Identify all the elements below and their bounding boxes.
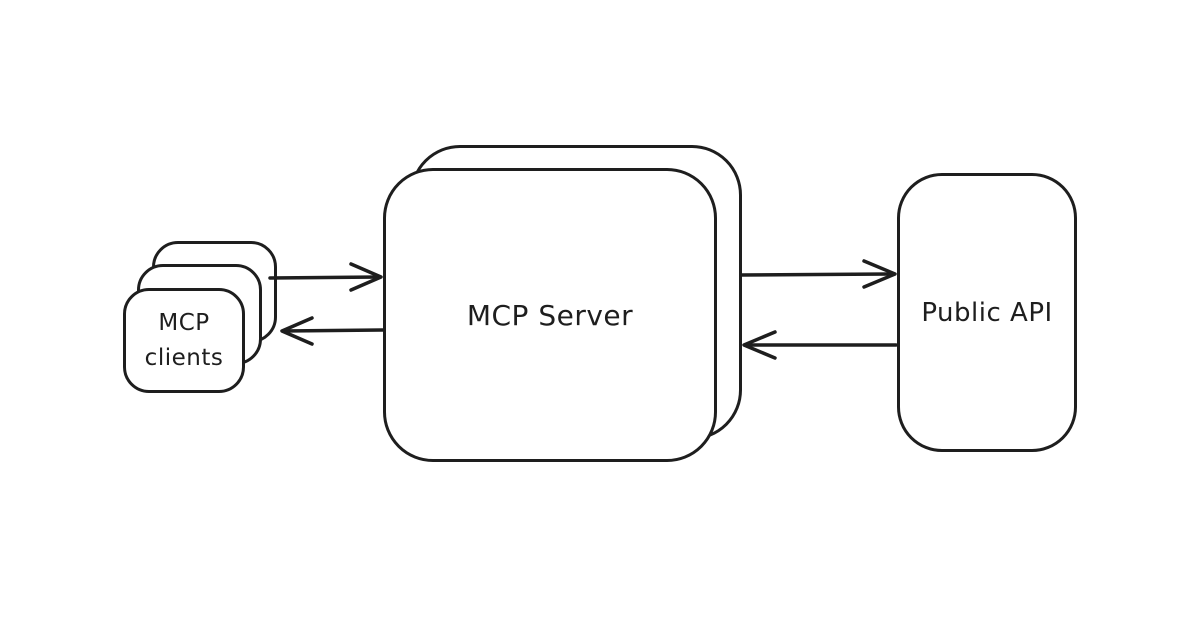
node-mcp-server: MCP Server (383, 168, 717, 462)
public-api-label: Public API (921, 297, 1053, 328)
arrow-server-to-clients (280, 316, 386, 346)
arrow-clients-to-server (268, 262, 383, 292)
node-public-api: Public API (897, 173, 1077, 452)
mcp-server-label: MCP Server (466, 298, 634, 332)
mcp-clients-label: MCP clients (144, 310, 224, 371)
node-mcp-clients: MCP clients (123, 288, 245, 393)
arrow-server-to-api (739, 259, 897, 289)
arrow-api-to-server (742, 330, 898, 360)
